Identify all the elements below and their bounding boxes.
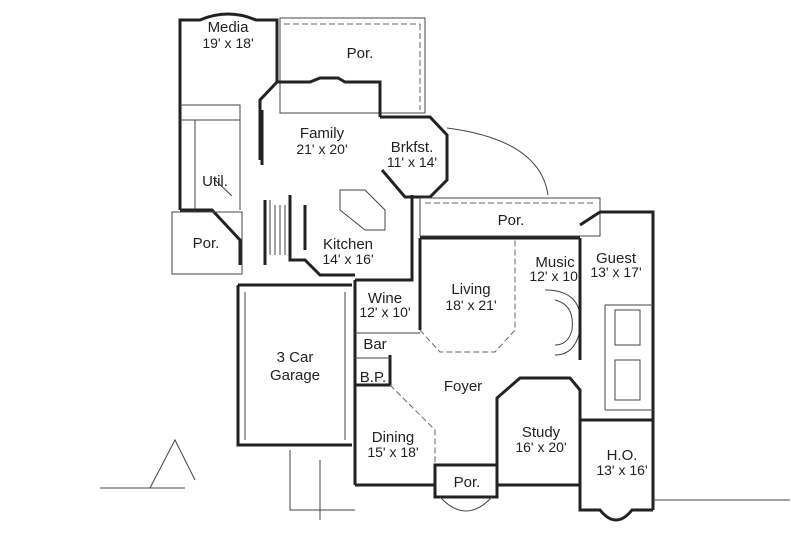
room-living-size: 18' x 21': [445, 297, 496, 313]
room-porch-middle-name: Por.: [498, 212, 525, 229]
room-guest-size: 13' x 17': [590, 264, 641, 280]
room-garage-name2: Garage: [270, 367, 320, 384]
room-garage-name: 3 Car: [277, 349, 314, 366]
room-porch-top-name: Por.: [347, 45, 374, 62]
walls: [100, 12, 790, 522]
room-breakfast-size: 11' x 14': [387, 154, 437, 170]
room-wine-name: Wine: [368, 290, 402, 307]
room-family-name: Family: [300, 125, 345, 142]
room-bp-name: B.P.: [360, 369, 386, 386]
room-utility-name: Util.: [202, 173, 228, 190]
room-foyer-name: Foyer: [444, 378, 482, 395]
room-home-office-size: 13' x 16': [596, 462, 647, 478]
room-study-name: Study: [522, 424, 561, 441]
room-kitchen-name: Kitchen: [323, 236, 373, 253]
room-music-size: 12' x 10': [529, 268, 580, 284]
room-wine-size: 12' x 10': [359, 304, 410, 320]
room-home-office-name: H.O.: [607, 447, 638, 464]
room-dining-name: Dining: [372, 429, 415, 446]
room-porch-left-name: Por.: [193, 235, 220, 252]
room-media-size: 19' x 18': [202, 35, 253, 51]
room-breakfast-name: Brkfst.: [391, 139, 434, 156]
room-labels: Media 19' x 18' Por. Family 21' x 20' Br…: [193, 19, 648, 491]
room-guest-name: Guest: [596, 250, 637, 267]
room-kitchen-size: 14' x 16': [322, 251, 373, 267]
room-study-size: 16' x 20': [515, 439, 566, 455]
room-family-size: 21' x 20': [296, 141, 347, 157]
room-porch-front-name: Por.: [454, 474, 481, 491]
room-living-name: Living: [451, 281, 490, 298]
room-media-name: Media: [208, 19, 250, 36]
room-music-name: Music: [535, 254, 575, 271]
room-bar-name: Bar: [363, 336, 386, 353]
room-dining-size: 15' x 18': [367, 444, 418, 460]
